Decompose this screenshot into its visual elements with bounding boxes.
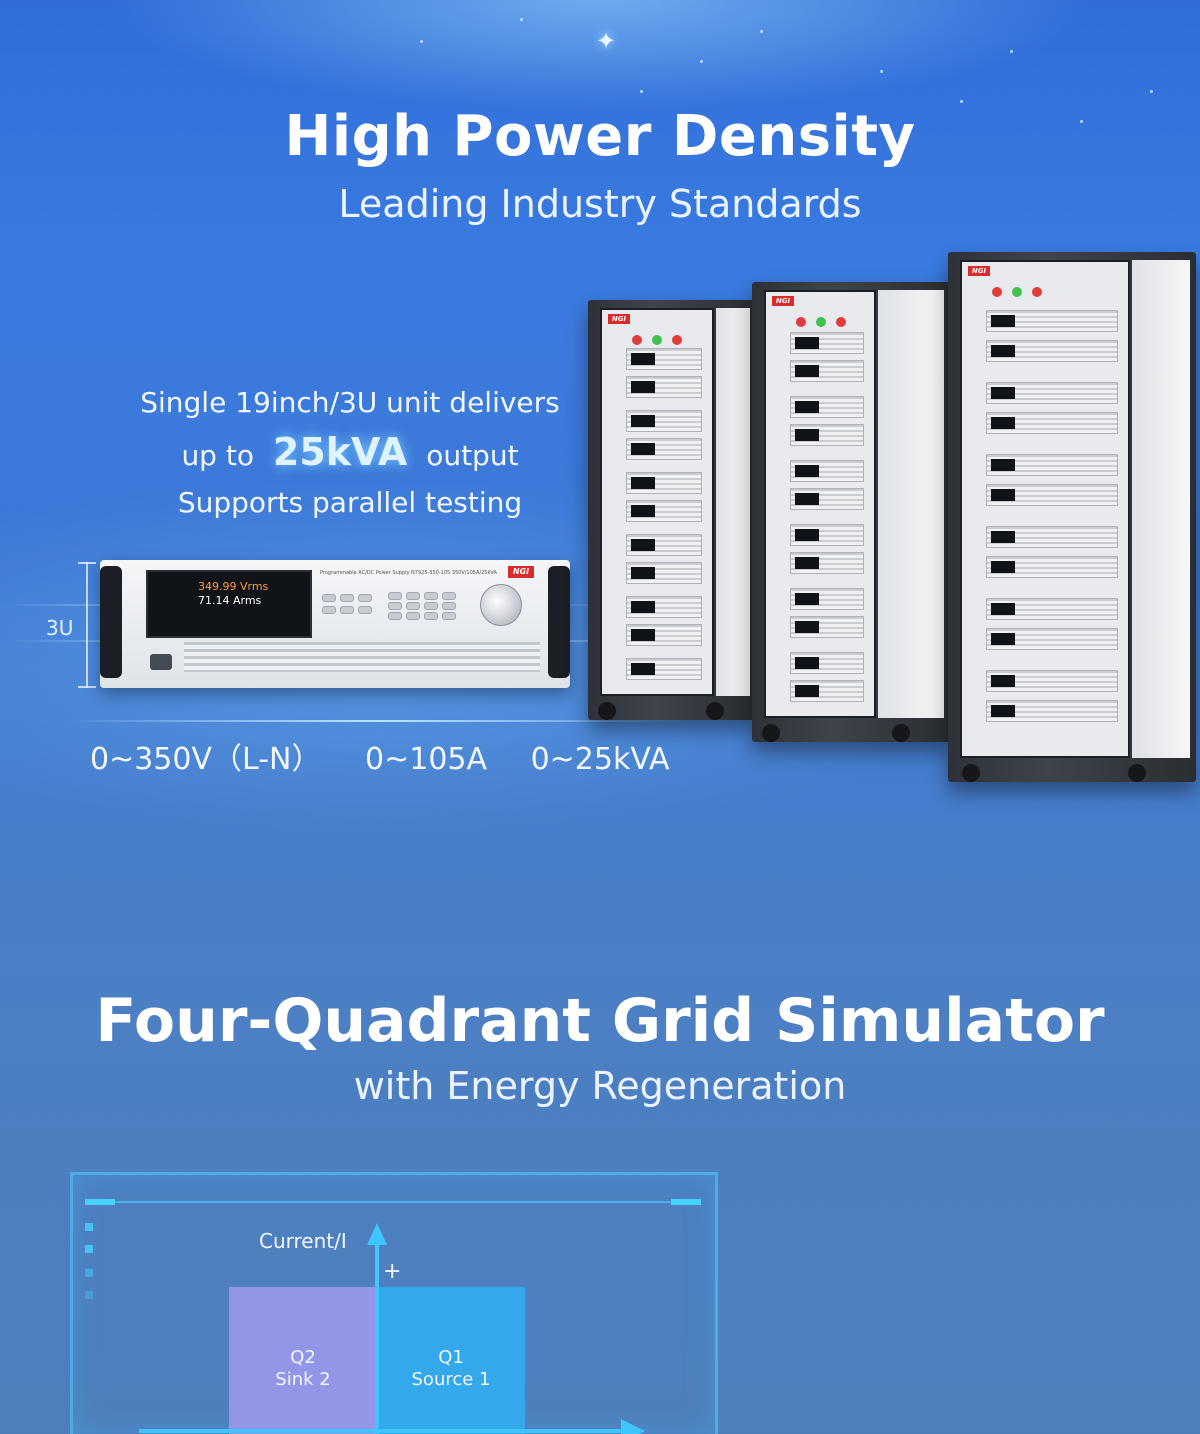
light-streak xyxy=(60,720,700,722)
spec-current: 0~105A xyxy=(365,742,488,777)
cabinet-front: NGI xyxy=(600,308,714,696)
x-axis-arrow-icon xyxy=(621,1419,645,1434)
unit-display-voltage: 349.99 Vrms xyxy=(198,580,269,593)
cabinet-front: NGI xyxy=(764,290,876,718)
brand-logo: NGI xyxy=(608,314,630,324)
cabinet-lamps xyxy=(632,330,692,349)
description-suffix: output xyxy=(426,439,519,472)
spec-voltage: 0~350V（L-N） xyxy=(90,742,322,777)
height-dimension-line xyxy=(86,562,88,688)
unit-vent xyxy=(184,642,540,672)
section1-subtitle: Leading Industry Standards xyxy=(338,182,862,226)
height-label: 3U xyxy=(46,616,74,640)
rack-cabinet-2: NGI xyxy=(752,282,950,742)
quadrant-q2 xyxy=(229,1287,377,1434)
panel-corner-accent xyxy=(85,1199,115,1205)
unit-keypad xyxy=(322,588,478,626)
description-line-2: up to 25kVA output xyxy=(80,430,620,474)
power-value: 25kVA xyxy=(272,430,408,474)
unit-display: 349.99 Vrms 71.14 Arms xyxy=(146,570,312,638)
y-axis-arrow-icon xyxy=(367,1223,387,1245)
section1-title: High Power Density xyxy=(284,104,916,169)
rack-cabinet-1: NGI xyxy=(588,300,754,720)
panel-corner-accent xyxy=(671,1199,701,1205)
panel-top-line xyxy=(113,1201,671,1203)
cabinet-side xyxy=(716,308,750,696)
rack-cabinet-3: NGI xyxy=(948,252,1196,782)
sparkle-icon: ✦ xyxy=(596,27,617,55)
description-line-3: Supports parallel testing xyxy=(177,486,523,519)
q1-name: Source 1 xyxy=(411,1369,491,1390)
description-line-1: Single 19inch/3U unit delivers xyxy=(140,386,560,419)
q2-code: Q2 xyxy=(290,1347,316,1368)
cabinet-side xyxy=(878,290,944,718)
quadrant-q2-label: Q2 Sink 2 xyxy=(229,1347,377,1391)
power-supply-unit-image: 349.99 Vrms 71.14 Arms Programmable AC/D… xyxy=(100,560,570,688)
quadrant-q1 xyxy=(377,1287,525,1434)
description-prefix: up to xyxy=(181,439,254,472)
unit-model-text: Programmable AC/DC Power Supply N7925-35… xyxy=(320,570,497,576)
y-axis-label: Current/I xyxy=(259,1229,347,1253)
brand-logo: NGI xyxy=(772,296,794,306)
spec-power: 0~25kVA xyxy=(530,742,670,777)
cabinet-side xyxy=(1132,260,1190,758)
dimension-tick-bottom xyxy=(78,686,96,688)
power-icon xyxy=(150,654,172,670)
section2-title: Four-Quadrant Grid Simulator xyxy=(95,986,1105,1056)
q1-code: Q1 xyxy=(438,1347,464,1368)
dimension-tick-top xyxy=(78,562,96,564)
section2-subtitle: with Energy Regeneration xyxy=(353,1064,847,1108)
spec-list: 0~350V（L-N） 0~105A 0~25kVA xyxy=(90,734,703,778)
unit-handle-left xyxy=(100,566,122,678)
quadrant-diagram-panel: Q2 Sink 2 Q1 Source 1 Current/I + xyxy=(70,1172,718,1434)
unit-handle-right xyxy=(548,566,570,678)
cabinet-lamps xyxy=(992,282,1052,301)
x-axis xyxy=(139,1429,639,1433)
brand-logo: NGI xyxy=(508,566,534,578)
decorative-stars xyxy=(0,0,1200,140)
unit-knob xyxy=(480,584,522,626)
brand-logo: NGI xyxy=(968,266,990,276)
positive-sign: + xyxy=(383,1259,402,1284)
unit-display-current: 71.14 Arms xyxy=(198,594,262,607)
cabinet-lamps xyxy=(796,312,856,331)
quadrant-q1-label: Q1 Source 1 xyxy=(377,1347,525,1391)
y-axis xyxy=(375,1241,379,1434)
q2-name: Sink 2 xyxy=(275,1369,331,1390)
cabinet-front: NGI xyxy=(960,260,1130,758)
